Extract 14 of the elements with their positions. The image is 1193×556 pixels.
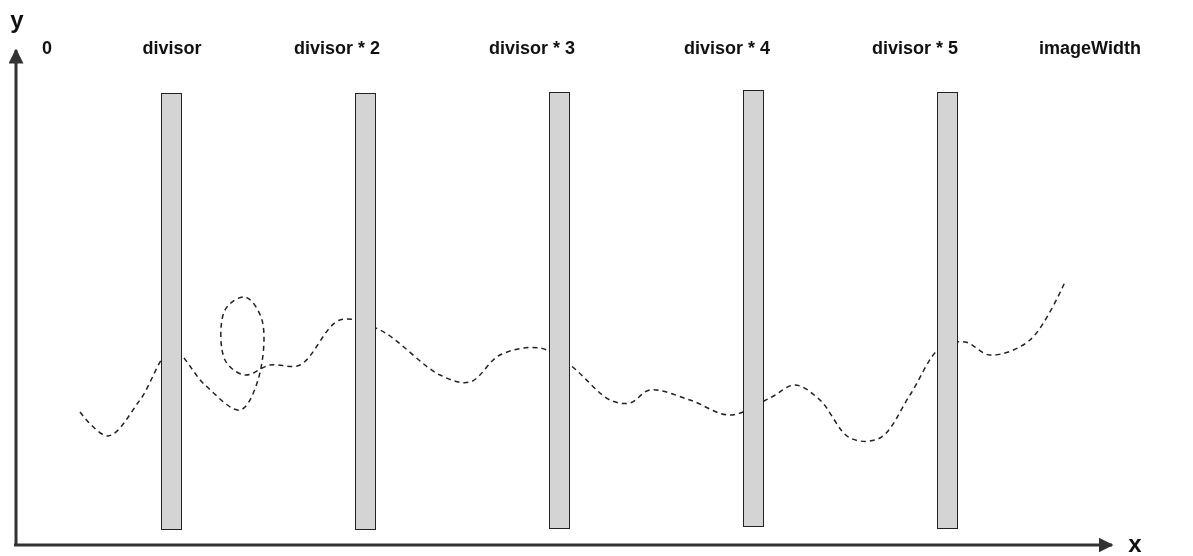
vertical-bar — [743, 90, 764, 527]
tick-label: 0 — [42, 38, 52, 59]
tick-label: divisor * 4 — [684, 38, 770, 59]
tick-label: divisor — [142, 38, 202, 59]
tick-label: imageWidth — [1039, 38, 1141, 59]
vertical-bar — [161, 93, 182, 530]
tick-label: divisor * 5 — [872, 38, 958, 59]
axis-label: y — [10, 6, 24, 34]
tick-label: divisor * 2 — [294, 38, 380, 59]
vertical-bar — [937, 92, 958, 529]
tick-label: divisor * 3 — [489, 38, 575, 59]
vertical-bar — [549, 92, 570, 529]
axis-label: x — [1128, 530, 1142, 556]
vertical-bar — [355, 93, 376, 530]
